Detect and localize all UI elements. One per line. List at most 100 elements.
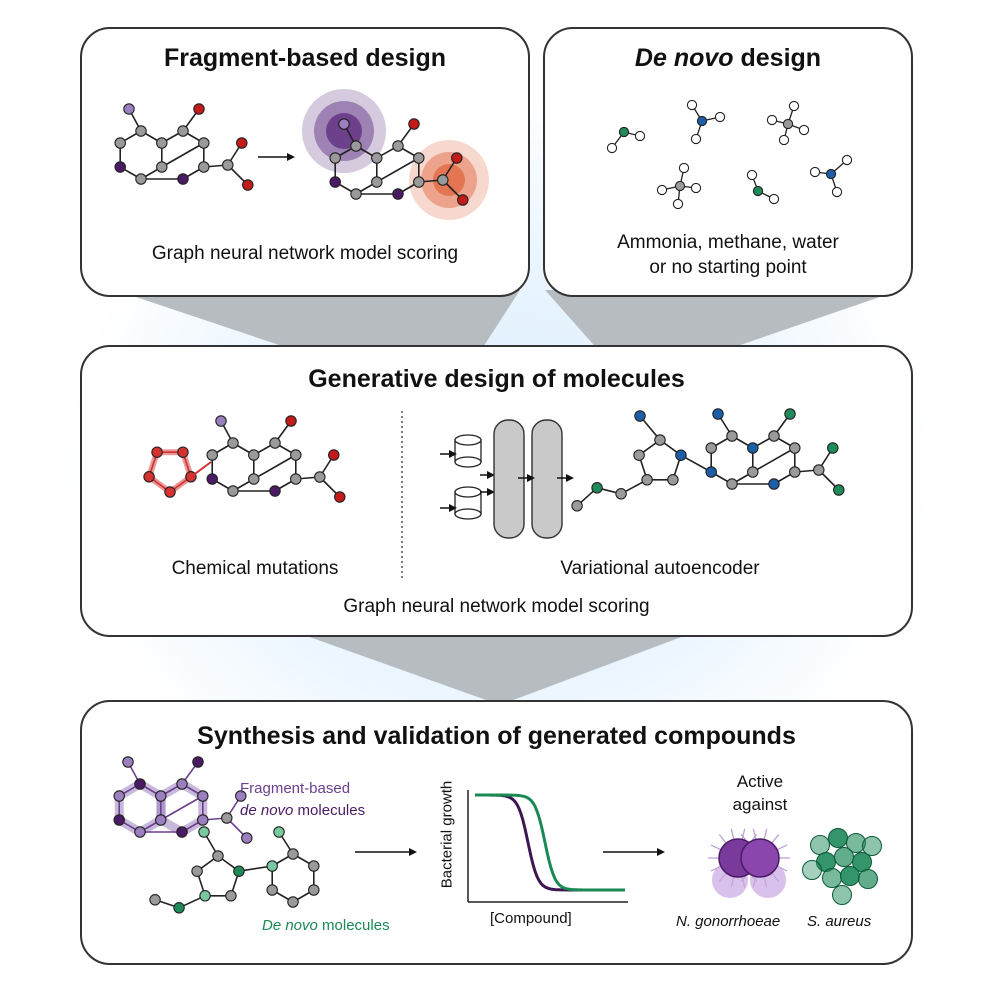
- atom: [392, 140, 404, 152]
- arrow-head: [287, 153, 295, 161]
- ae-arrow-between: [518, 474, 535, 482]
- denovo-title-italic: De novo: [634, 44, 734, 72]
- organism-2-label: S. aureus: [807, 913, 872, 930]
- atom: [784, 408, 796, 420]
- atom: [328, 449, 340, 461]
- growth-chart: [467, 790, 628, 903]
- atom: [747, 466, 759, 478]
- atom: [227, 437, 239, 449]
- generative-caption-bottom: Graph neural network model scoring: [343, 596, 650, 617]
- atom: [227, 485, 239, 497]
- atom: [705, 442, 717, 454]
- pilus: [752, 828, 757, 841]
- atom: [746, 169, 758, 181]
- atom: [672, 198, 684, 210]
- pilus: [770, 834, 780, 845]
- atom: [634, 130, 646, 142]
- chart-xlabel: [Compound]: [490, 910, 572, 927]
- fragment-arrow: [258, 153, 295, 161]
- series-line-2: [475, 793, 625, 892]
- mutation-molecule: [206, 415, 346, 503]
- encoder-layer: [493, 419, 525, 539]
- atom: [156, 161, 168, 173]
- atom: [266, 860, 278, 872]
- bond: [680, 454, 712, 473]
- atom: [135, 125, 147, 137]
- atom: [641, 474, 653, 486]
- atom: [248, 449, 260, 461]
- atom: [233, 865, 245, 877]
- methane-molecule-1: [766, 100, 810, 146]
- coccus-cell: [828, 828, 848, 848]
- orange-halo: [433, 164, 465, 196]
- connector-denovo-to-generative: [545, 290, 900, 352]
- result-line1: Active: [736, 772, 784, 791]
- atom: [690, 182, 702, 194]
- organism-1-label: N. gonorrhoeae: [676, 913, 781, 930]
- connector-generative-to-synthesis: [290, 630, 700, 705]
- atom: [308, 860, 320, 872]
- atom: [198, 826, 210, 838]
- arrow-head: [657, 848, 665, 856]
- input-cylinder: [454, 434, 482, 468]
- arrow-head: [527, 474, 535, 482]
- atom: [768, 193, 780, 205]
- atom: [615, 488, 627, 500]
- n-gonorrhoeae-icon: [708, 828, 790, 898]
- atom: [712, 408, 724, 420]
- atom: [155, 814, 167, 826]
- atom: [269, 485, 281, 497]
- series-line-1: [475, 793, 625, 892]
- coccus-cell: [858, 869, 878, 889]
- denovo-title-rest: design: [733, 44, 822, 72]
- cylinder-bottom: [454, 456, 482, 468]
- atom: [778, 134, 790, 146]
- ae-out-arrow: [557, 474, 574, 482]
- atom: [123, 103, 135, 115]
- atom: [198, 161, 210, 173]
- cylinder-bottom: [454, 508, 482, 520]
- water-molecule-2: [746, 169, 780, 205]
- atom: [768, 478, 780, 490]
- atom: [173, 902, 185, 914]
- atom: [314, 471, 326, 483]
- atom: [714, 111, 726, 123]
- atom: [633, 449, 645, 461]
- arrow-head: [487, 471, 495, 479]
- atom: [329, 152, 341, 164]
- atom: [788, 100, 800, 112]
- arrow-head: [449, 504, 457, 512]
- atom: [134, 778, 146, 790]
- atom: [149, 894, 161, 906]
- legend-denovo-italic: De novo: [262, 917, 318, 934]
- result-line2: against: [732, 795, 788, 814]
- atom: [114, 137, 126, 149]
- coccus-cell: [834, 847, 854, 867]
- pilus: [741, 828, 746, 841]
- atom: [726, 478, 738, 490]
- atom: [690, 133, 702, 145]
- atom: [155, 790, 167, 802]
- atom: [686, 99, 698, 111]
- diplococcus-cell: [740, 838, 780, 878]
- coccus-cell: [822, 868, 842, 888]
- atom: [176, 778, 188, 790]
- bond: [160, 795, 204, 821]
- atom: [789, 442, 801, 454]
- atom: [831, 186, 843, 198]
- atom: [726, 430, 738, 442]
- atom: [451, 152, 463, 164]
- coccus-cell: [810, 835, 830, 855]
- atom: [135, 173, 147, 185]
- generative-caption-right: Variational autoencoder: [560, 558, 760, 579]
- atom: [825, 168, 837, 180]
- pilus: [718, 834, 728, 845]
- atom: [177, 446, 189, 458]
- ammonia-molecule-1: [686, 99, 726, 145]
- fragment-based-hit-molecule: [113, 756, 253, 844]
- s-aureus-icon: [802, 828, 882, 905]
- generative-panel-title: Generative design of molecules: [308, 365, 685, 393]
- denovo-caption-line2: or no starting point: [649, 257, 807, 278]
- generative-caption-left: Chemical mutations: [171, 558, 339, 579]
